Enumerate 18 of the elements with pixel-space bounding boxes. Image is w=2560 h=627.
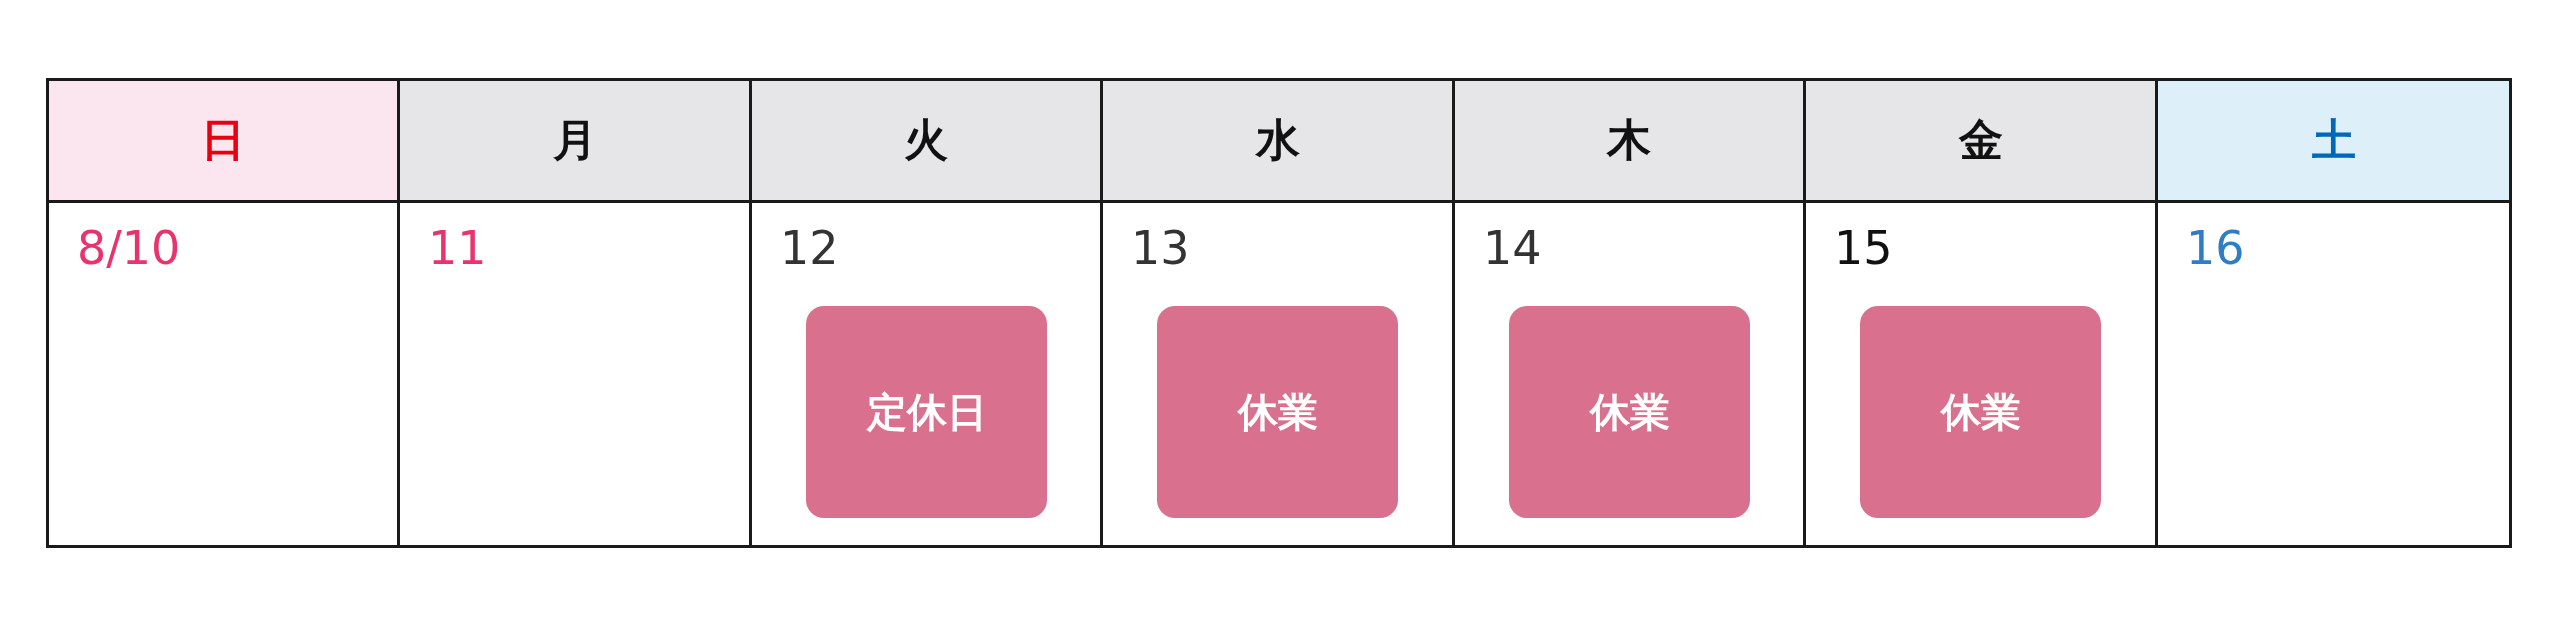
date-number: 11 [428,221,487,275]
closed-day-badge: 休業 [1509,306,1750,518]
weekday-label: 金 [1958,113,2003,167]
closed-day-badge: 定休日 [806,306,1047,518]
weekday-label: 水 [1255,113,1300,167]
weekday-label: 土 [2311,113,2356,167]
weekday-label: 月 [552,113,597,167]
date-number: 13 [1131,221,1190,275]
date-number: 15 [1834,221,1893,275]
closed-day-badge: 休業 [1157,306,1398,518]
date-number: 16 [2186,221,2245,275]
weekday-label: 日 [201,113,245,167]
weekday-label: 火 [904,113,948,167]
date-number: 12 [780,221,839,275]
closed-day-badge: 休業 [1860,306,2101,518]
date-number: 14 [1483,221,1542,275]
weekday-label: 木 [1607,113,1651,167]
date-number: 8/10 [77,221,181,275]
